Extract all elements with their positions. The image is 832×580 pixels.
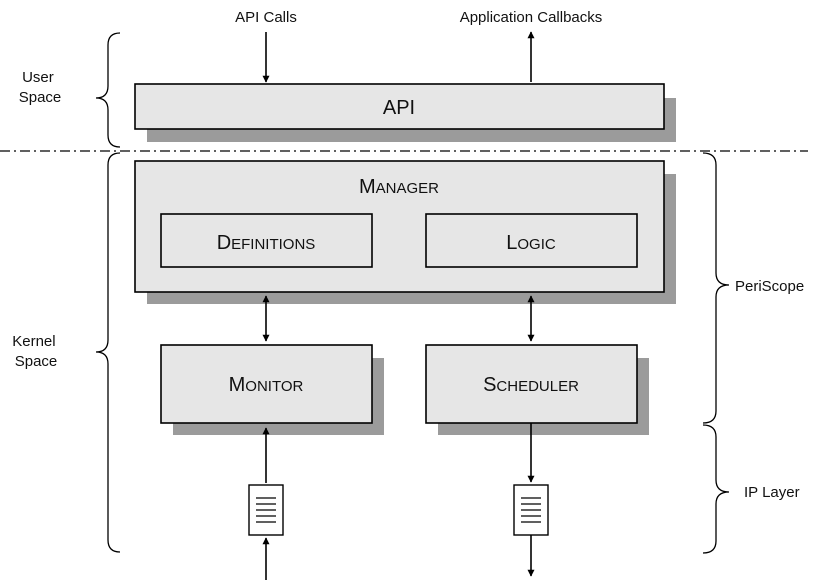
user-space-label: User Space <box>19 69 62 106</box>
kernel-space-brace <box>95 152 121 553</box>
monitor-label-initial: M <box>229 374 246 396</box>
logic-box <box>425 213 638 268</box>
logic-label-initial: L <box>506 232 517 254</box>
logic-label-rest: OGIC <box>517 236 556 253</box>
monitor-label-rest: ONITOR <box>245 378 303 395</box>
manager-label-initial: M <box>359 176 376 198</box>
scheduler-output-queue-icon <box>513 484 549 536</box>
user-space-label-line1: User <box>22 69 54 86</box>
definitions-label-rest: EFINITIONS <box>231 236 315 253</box>
kernel-space-label: Kernel Space <box>12 333 60 370</box>
api-box <box>134 83 665 130</box>
manager-label: MANAGER <box>359 176 439 198</box>
monitor-box <box>160 344 373 424</box>
periscope-brace <box>702 152 730 424</box>
monitor-label: MONITOR <box>229 374 304 396</box>
user-space-label-line2: Space <box>19 89 62 106</box>
scheduler-label: SCHEDULER <box>483 374 579 396</box>
application-callbacks-label: Application Callbacks <box>460 9 603 26</box>
user-space-brace <box>95 32 121 148</box>
ip-layer-label: IP Layer <box>744 484 800 501</box>
definitions-label-initial: D <box>217 232 231 254</box>
definitions-box <box>160 213 373 268</box>
ip-layer-brace <box>702 424 730 554</box>
definitions-label: DEFINITIONS <box>217 232 316 254</box>
monitor-input-queue-icon <box>248 484 284 536</box>
manager-label-rest: ANAGER <box>376 180 440 197</box>
scheduler-box <box>425 344 638 424</box>
logic-label: LOGIC <box>506 232 556 254</box>
api-calls-label: API Calls <box>235 9 297 26</box>
scheduler-label-rest: CHEDULER <box>496 378 579 395</box>
kernel-space-label-line2: Space <box>15 353 58 370</box>
scheduler-label-initial: S <box>483 374 496 396</box>
periscope-label: PeriScope <box>735 278 804 295</box>
api-box-label: API <box>383 97 415 119</box>
kernel-space-label-line1: Kernel <box>12 333 55 350</box>
